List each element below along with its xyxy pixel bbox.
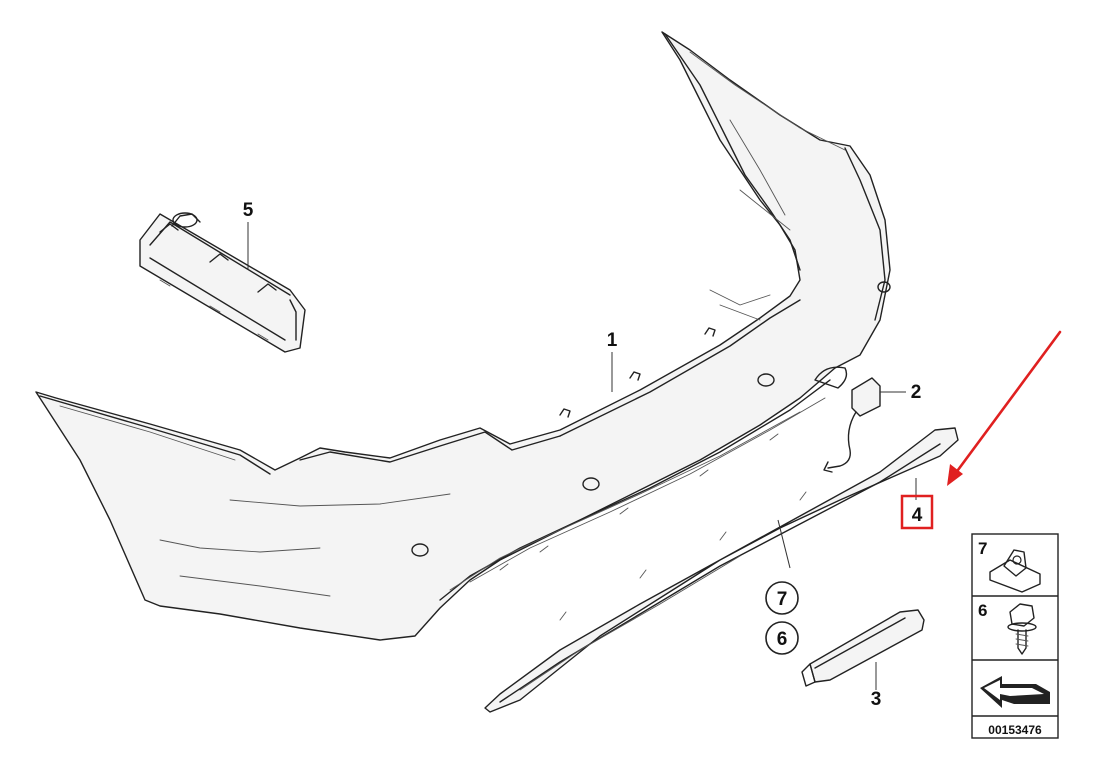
fastener-legend: 7 6 00153476 — [971, 533, 1059, 739]
callout-2: 2 — [911, 382, 922, 403]
legend-label-7: 7 — [978, 539, 987, 558]
callout-7: 7 — [777, 589, 788, 610]
reflector-part-3 — [801, 609, 925, 687]
callout-1: 1 — [607, 330, 618, 351]
diffuser-trim-part-4 — [484, 427, 959, 713]
circle-callout-7 — [765, 581, 799, 615]
callout-4: 4 — [912, 505, 923, 526]
diagram-number: 00153476 — [988, 723, 1042, 737]
callout-6: 6 — [777, 629, 788, 650]
screw-icon — [1007, 603, 1037, 655]
callout-5: 5 — [243, 200, 254, 221]
clip-nut-icon — [989, 549, 1041, 593]
callout-3: 3 — [871, 689, 882, 710]
arrow-pointer-icon — [947, 330, 1062, 486]
bracket-part-5 — [139, 212, 306, 353]
cap-part-2 — [823, 377, 881, 473]
bumper-panel — [35, 31, 891, 641]
legend-label-6: 6 — [978, 601, 987, 620]
circle-callout-6 — [765, 621, 799, 655]
leader-lines — [247, 222, 917, 690]
callout-4-highlight-box — [900, 494, 934, 530]
navigation-arrow-icon — [980, 676, 1050, 708]
